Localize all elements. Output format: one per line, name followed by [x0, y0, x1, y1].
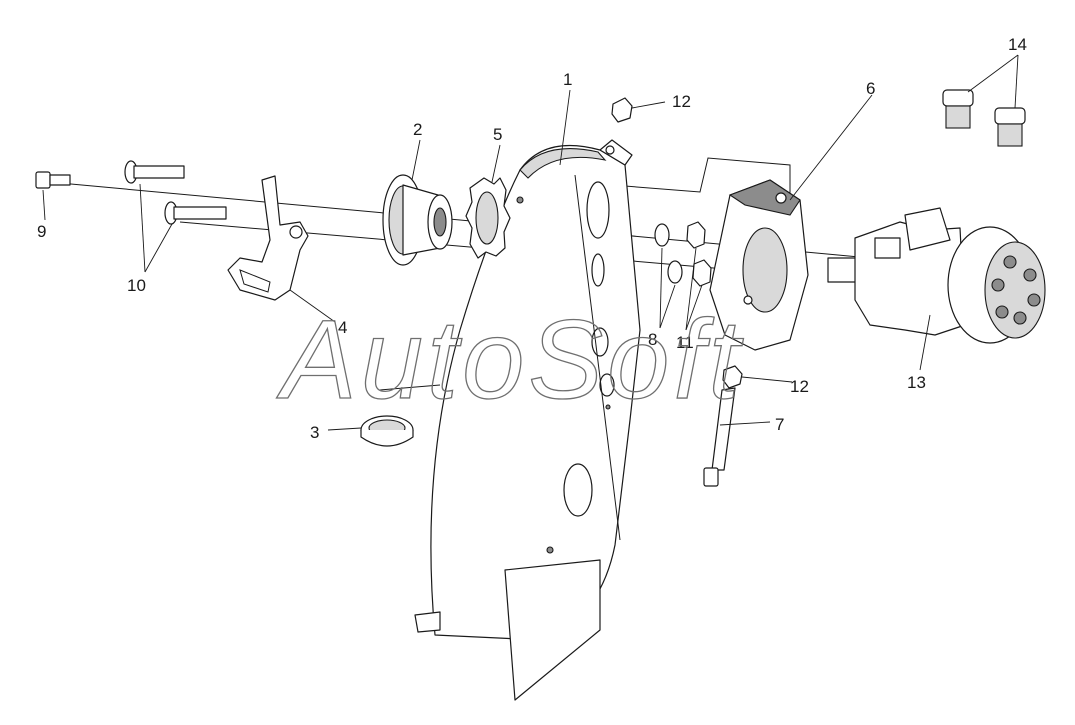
part-6-flange: [709, 179, 809, 351]
part-14-fittings: [942, 89, 1026, 147]
part-13-hydraulic-motor: [827, 207, 1046, 344]
callout-12-bottom: 12: [790, 377, 809, 396]
leader-lines: [42, 54, 1019, 431]
part-7-bolt: [703, 387, 736, 487]
callout-13: 13: [907, 373, 926, 392]
callout-4: 4: [338, 318, 347, 337]
callout-11: 11: [676, 333, 694, 352]
callout-14: 14: [1008, 35, 1027, 54]
callout-8: 8: [648, 330, 657, 349]
part-2-sprocket: [382, 174, 453, 266]
part-11-nuts: [686, 221, 712, 287]
part-8-washers: [654, 223, 683, 284]
callout-6: 6: [866, 79, 875, 98]
callout-7: 7: [775, 415, 784, 434]
callout-3: 3: [310, 423, 319, 442]
callout-1: 1: [563, 70, 572, 89]
part-3-seal: [360, 415, 414, 447]
callout-12-top: 12: [672, 92, 691, 111]
part-5-star-washer: [465, 177, 511, 259]
part-9-bolt: [35, 171, 71, 189]
callout-10: 10: [127, 276, 146, 295]
part-12-nuts: [611, 97, 743, 389]
watermark-text: AutoSoft: [276, 297, 744, 422]
callout-labels: 1 2 3 4 5 6 7 8 9 10 11 12 12 13 14: [37, 35, 1027, 442]
callout-2: 2: [413, 120, 422, 139]
part-4-bracket: [227, 175, 309, 301]
part-1-housing: [414, 139, 641, 701]
callout-5: 5: [493, 125, 502, 144]
callout-9: 9: [37, 222, 46, 241]
part-10-bolts: [124, 160, 227, 225]
